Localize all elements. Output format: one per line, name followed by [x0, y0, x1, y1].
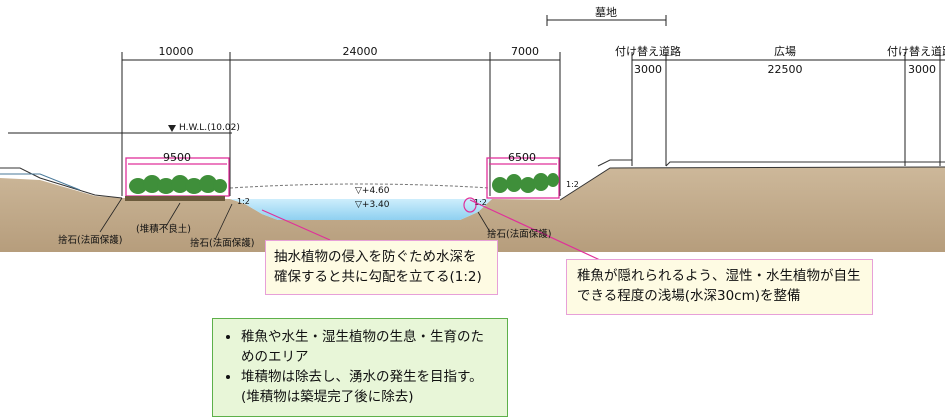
note-shallow-area: 稚魚が隠れられるよう、湿性・水生植物が自生できる程度の浅場(水深30cm)を整備	[566, 259, 873, 315]
dim-10000: 10000	[159, 45, 194, 58]
dim-road-left: 3000	[634, 63, 662, 76]
label-leaders	[99, 197, 491, 241]
plaza-surface	[665, 161, 945, 167]
dim-24000: 24000	[343, 45, 378, 58]
note-shallow-area-text: 稚魚が隠れられるよう、湿性・水生植物が自生できる程度の浅場(水深30cm)を整備	[577, 268, 861, 304]
pond-water	[230, 199, 492, 220]
hwl-label: H.W.L.(10.02)	[179, 123, 240, 133]
label-road-left: 付け替え道路	[615, 44, 681, 58]
label-cemetery: 墓地	[595, 6, 617, 19]
note-pond-depth: 抽水植物の侵入を防ぐため水深を確保すると共に勾配を立てる(1:2)	[265, 240, 498, 295]
vegetation-right	[492, 173, 559, 193]
label-riprap-left: 捨石(法面保護)	[58, 234, 122, 246]
slope-pond-right: 1:2	[474, 198, 487, 207]
label-sediment: (堆積不良土)	[136, 223, 191, 235]
embankment-dashed	[229, 183, 491, 189]
planting-width-left: 9500	[163, 151, 191, 164]
leader-lines	[261, 197, 601, 261]
sediment-layer	[125, 196, 225, 201]
label-plaza: 広場	[774, 45, 796, 58]
planting-width-right: 6500	[508, 151, 536, 164]
dim-road-right: 3000	[908, 63, 936, 76]
label-riprap-mid: 捨石(法面保護)	[190, 237, 254, 249]
water-level-upper: ▽+4.60	[355, 186, 390, 196]
slope-left: 1:2	[237, 197, 250, 206]
hwl-marker-icon	[168, 125, 176, 132]
right-curb	[597, 159, 633, 167]
planting-box-right	[486, 157, 560, 199]
water-level-lower: ▽+3.40	[355, 200, 390, 210]
habitat-item: 稚魚や水生・湿生植物の生息・生育のためのエリア	[241, 327, 497, 367]
label-road-right: 付け替え道路	[887, 44, 945, 58]
dim-plaza: 22500	[768, 63, 803, 76]
slope-bank: 1:2	[566, 180, 579, 189]
habitat-item: 堆積物は除去し、湧水の発生を目指す。(堆積物は築堤完了後に除去)	[241, 367, 497, 407]
label-riprap-right: 捨石(法面保護)	[487, 228, 551, 240]
right-bank-line	[559, 166, 945, 201]
left-water-line	[0, 173, 81, 191]
dim-7000: 7000	[511, 45, 539, 58]
left-slope-line	[0, 167, 123, 199]
ground-soil	[0, 167, 945, 252]
dimension-lines	[121, 15, 945, 196]
vegetation-left	[129, 175, 227, 194]
note-habitat: 稚魚や水生・湿生植物の生息・生育のためのエリア 堆積物は除去し、湧水の発生を目指…	[212, 318, 508, 417]
note-pond-depth-text: 抽水植物の侵入を防ぐため水深を確保すると共に勾配を立てる(1:2)	[274, 249, 482, 285]
habitat-list: 稚魚や水生・湿生植物の生息・生育のためのエリア 堆積物は除去し、湧水の発生を目指…	[223, 327, 497, 407]
